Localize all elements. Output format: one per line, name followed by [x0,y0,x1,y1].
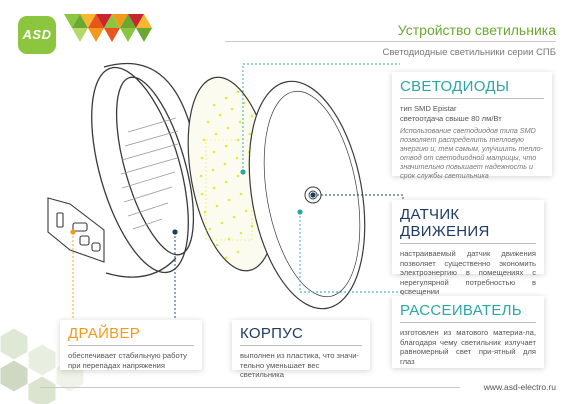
diffuser-text: изготовлен из матового материа-ла, благо… [400,328,536,366]
leds-note: Использование светодиодов типа SMD позво… [400,126,543,181]
diffuser-disc [248,80,366,310]
page-title: Устройство светильника [397,22,556,38]
callout-title-diffuser: РАССЕИВАТЕЛЬ [400,302,522,319]
housing-text: выполнен из пластика, что значи-тельно у… [240,351,360,380]
callout-title-driver: ДРАЙВЕР [68,325,141,342]
brand-logo: ASD [18,16,56,54]
header-pattern [64,14,152,42]
motion-sensor-text: настраиваемый датчик движения позволяет … [400,249,536,297]
callout-title-leds: СВЕТОДИОДЫ [400,78,510,95]
page-subtitle: Светодиодные светильники серии СПБ [382,47,556,58]
callout-rule-driver [68,345,194,346]
housing-inner-hatch [120,117,179,230]
connector-lines [72,63,404,330]
callout-title-housing: КОРПУС [240,325,304,342]
callout-diffuser: РАССЕИВАТЕЛЬ изготовлен из матового мате… [392,296,544,368]
callout-rule-housing [240,345,362,346]
footer-divider [40,387,460,388]
callout-motion-sensor: ДАТЧИК ДВИЖЕНИЯ настраиваемый датчик дви… [392,200,544,296]
callout-rule-leds [400,98,544,99]
housing-ring [91,62,195,278]
leds-line-type: тип SMD Epistar [400,104,457,113]
leds-line-efficacy: светоотдача свыше 80 лм/Вт [400,113,502,123]
callout-housing: КОРПУС выполнен из пластика, что значи-т… [232,320,370,379]
callout-rule-diffuser [400,322,536,323]
driver-bracket [47,197,105,263]
callout-title-motion-sensor: ДАТЧИК ДВИЖЕНИЯ [400,206,490,240]
driver-text: обеспечивает стабильную работу при переп… [68,351,187,370]
callout-driver: ДРАЙВЕР обеспечивает стабильную работу п… [60,320,202,370]
footer-url[interactable]: www.asd-electro.ru [483,382,556,392]
connector-dots [70,169,316,235]
callout-leds: СВЕТОДИОДЫ тип SMD Epistar светоотдача с… [392,72,552,180]
callout-rule-motion-sensor [400,243,536,244]
header-divider [225,41,556,42]
